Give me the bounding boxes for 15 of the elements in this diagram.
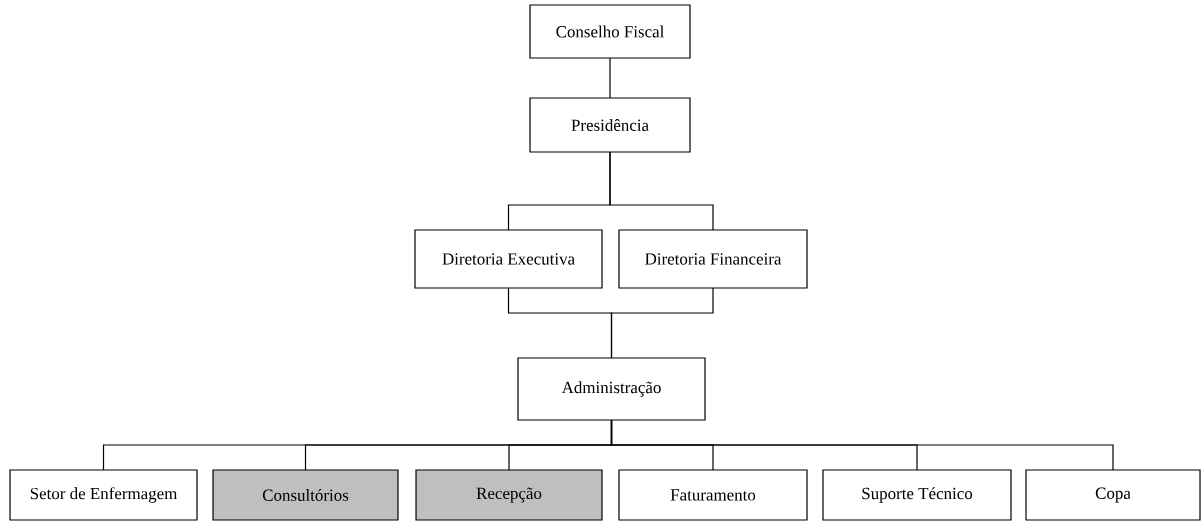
connector-line: [610, 287, 714, 359]
org-box: Suporte Técnico: [822, 469, 1012, 521]
org-box: Diretoria Financeira: [618, 229, 808, 289]
org-box: Setor de Enfermagem: [9, 469, 198, 521]
org-box: Faturamento: [618, 469, 808, 521]
org-box: Copa: [1025, 469, 1201, 521]
org-box: Presidência: [529, 97, 691, 153]
org-box: Administração: [517, 357, 706, 421]
org-box: Consultórios: [212, 469, 399, 521]
connector-line: [609, 151, 714, 231]
org-box: Recepção: [415, 469, 603, 521]
connector-line: [610, 419, 1114, 471]
org-box: Diretoria Executiva: [414, 229, 603, 289]
org-box: Conselho Fiscal: [529, 4, 691, 59]
connector-line: [609, 57, 611, 99]
